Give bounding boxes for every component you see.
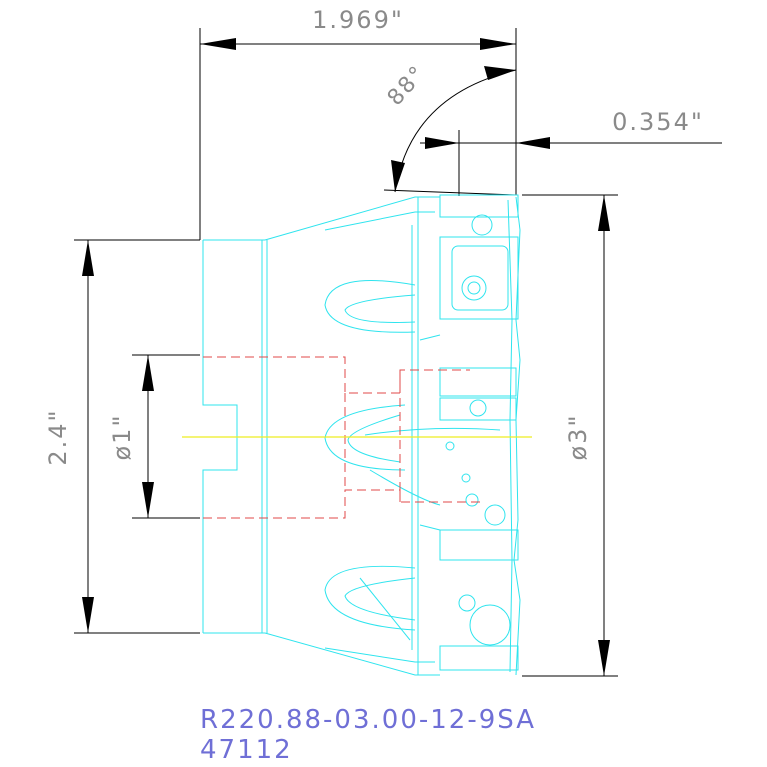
angle-dimension: 88° bbox=[383, 61, 517, 196]
hidden-bore bbox=[203, 356, 480, 519]
offset-dimension: 0.354" bbox=[420, 108, 722, 196]
cutter-body bbox=[202, 194, 521, 676]
width-dimension-label: 1.969" bbox=[312, 6, 404, 34]
bore-dimension: ø1" bbox=[108, 354, 200, 519]
shank-length-dimension: 2.4" bbox=[44, 239, 200, 634]
angle-dimension-label: 88° bbox=[383, 61, 432, 111]
cutter-diameter-dimension-label: ø3" bbox=[564, 414, 592, 461]
part-number: 47112 bbox=[200, 735, 293, 765]
cutter-diameter-dimension: ø3" bbox=[522, 194, 618, 677]
part-code: R220.88-03.00-12-9SA bbox=[200, 705, 536, 735]
bore-dimension-label: ø1" bbox=[108, 414, 136, 461]
shank-length-dimension-label: 2.4" bbox=[44, 408, 72, 465]
width-dimension: 1.969" bbox=[199, 6, 517, 240]
offset-dimension-label: 0.354" bbox=[612, 108, 704, 136]
part-designation: R220.88-03.00-12-9SA 47112 bbox=[200, 705, 536, 765]
